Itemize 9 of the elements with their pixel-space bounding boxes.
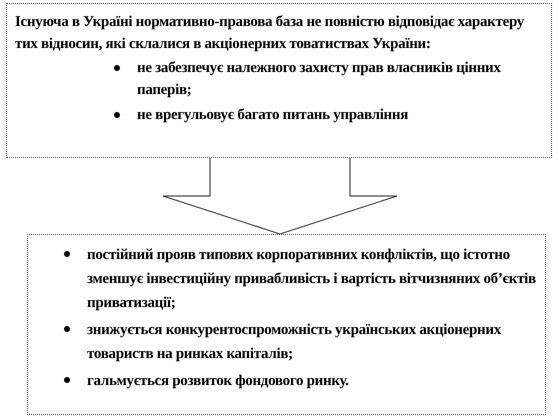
text-box [6, 3, 552, 158]
text-box [27, 234, 546, 415]
bullet-text: постійний прояв типових корпоративних конфліктів, що істотно зменшує інвестиційну привабливість і вартість вітчизняних об’єктів приватизації; [87, 246, 537, 313]
bullet-text: гальмується розвиток фондового ринку. [87, 372, 349, 391]
block-arrow [162, 158, 398, 235]
bullet-text: знижується конкурентоспроможність українських акціонерних товариств на ринках капіталів; [87, 321, 502, 364]
bullet-text: не забезпечує належного захисту прав власників цінних паперів; [137, 59, 502, 100]
heading-text: Існуюча в Україні нормативно-правова база не повністю відповідає характеру тих відносин, які склалися в акціонерних товатиствах України: [15, 13, 525, 54]
bullet-text: не врегульовує багато питань управління [137, 106, 408, 125]
